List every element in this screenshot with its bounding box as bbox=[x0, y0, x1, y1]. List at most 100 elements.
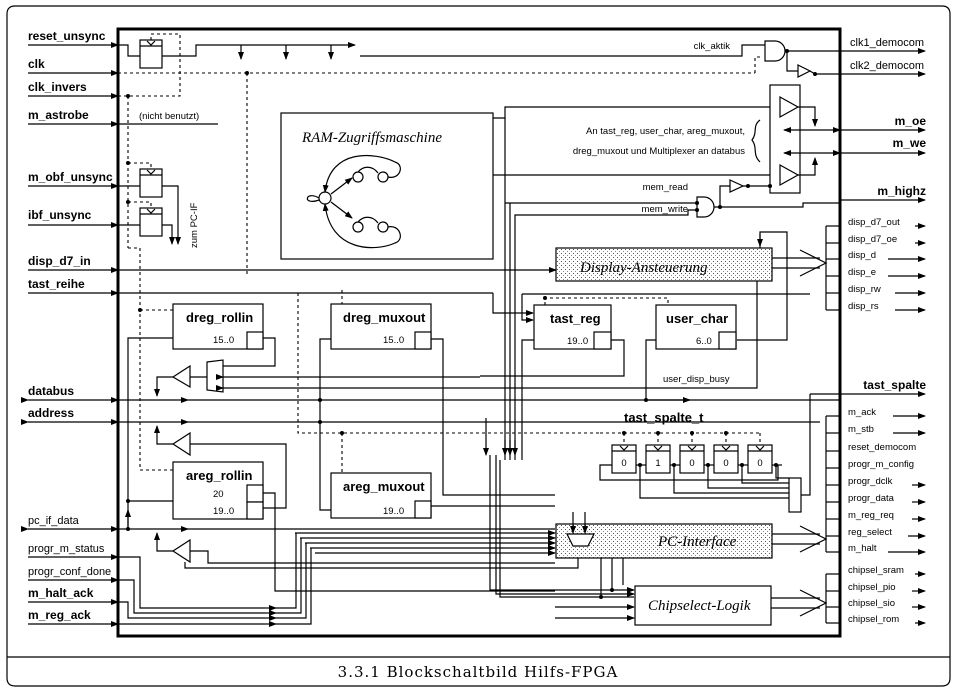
not-used-label: (nicht benutzt) bbox=[139, 111, 199, 122]
tristate-drivers: An tast_reg, user_char, areg_muxout, dre… bbox=[573, 84, 840, 194]
pc-if-bus-lines bbox=[483, 118, 518, 460]
dreg-muxout: dreg_muxout 15..0 bbox=[319, 290, 555, 511]
input-label-address: address bbox=[28, 406, 74, 420]
shift-cell-value: 0 bbox=[757, 458, 762, 469]
dreg-muxout-block bbox=[330, 303, 432, 350]
dreg-rollin-name: dreg_rollin bbox=[186, 310, 253, 325]
areg-rollin-range: 19..0 bbox=[213, 506, 234, 517]
caption-title: 3.3.1 Blockschaltbild Hilfs-FPGA bbox=[338, 663, 619, 681]
brace bbox=[751, 119, 761, 163]
shift-cell-value: 0 bbox=[621, 458, 626, 469]
register-group-keyboard: tast_reg 19..0 user_char 6..0 bbox=[118, 292, 810, 460]
input-label-m-astrobe: m_astrobe bbox=[28, 108, 89, 122]
chipselect-block bbox=[634, 585, 772, 626]
disp-outputs: disp_d7_out disp_d7_oe disp_d disp_e dis… bbox=[826, 217, 926, 313]
areg-rollin-name: areg_rollin bbox=[186, 468, 253, 483]
user-disp-busy-label: user_disp_busy bbox=[663, 374, 730, 385]
bus-lines bbox=[118, 293, 840, 435]
areg-rollin: areg_rollin 20 19..0 bbox=[126, 425, 555, 592]
output-label-m-we: m_we bbox=[893, 136, 927, 150]
output-label-progr-dclk: progr_dclk bbox=[848, 476, 893, 487]
output-label-chipsel-sio: chipsel_sio bbox=[848, 598, 895, 609]
data-mux bbox=[206, 359, 224, 393]
input-label-pc-if-data: pc_if_data bbox=[28, 515, 80, 527]
control-outputs: m_ack m_stb reset_democom progr_m_config… bbox=[826, 407, 926, 555]
dreg-rollin: dreg_rollin 15..0 bbox=[127, 303, 500, 529]
output-label-m-highz: m_highz bbox=[877, 184, 926, 198]
output-label-disp-e: disp_e bbox=[848, 267, 876, 278]
input-label-m-reg-ack: m_reg_ack bbox=[28, 608, 91, 622]
shift-cell-value: 1 bbox=[655, 458, 660, 469]
display-block-title: Display-Ansteuerung bbox=[579, 260, 708, 276]
memory-control: mem_read mem_write bbox=[505, 179, 840, 222]
pc-if-mux bbox=[566, 533, 595, 547]
output-label-clk1-democom: clk1_democom bbox=[850, 37, 924, 49]
clk-and-gate bbox=[764, 40, 786, 62]
ibf-flipflop bbox=[139, 207, 163, 237]
clock-edge-icon bbox=[653, 445, 663, 451]
output-label-reg-select: reg_select bbox=[848, 527, 892, 538]
display-block bbox=[555, 247, 773, 282]
user-char-name: user_char bbox=[666, 311, 728, 326]
clock-output-logic: clk_aktik bbox=[360, 40, 840, 78]
shift-register-label: tast_spalte_t bbox=[624, 410, 704, 425]
input-label-databus: databus bbox=[28, 384, 74, 398]
shift-cell-box bbox=[645, 444, 671, 474]
user-char-range: 6..0 bbox=[696, 336, 712, 347]
fpga-boundary bbox=[116, 27, 842, 638]
handshake-sync: zum PC-IF bbox=[118, 161, 200, 471]
shift-register: tast_spalte_t 0 1 0 0 0 bbox=[599, 394, 811, 513]
tristate-buffer-we bbox=[779, 163, 800, 187]
output-label-tast-spalte: tast_spalte bbox=[863, 378, 926, 392]
chipselect-title: Chipselect-Logik bbox=[648, 598, 751, 614]
reset-sync: (nicht benutzt) bbox=[118, 33, 760, 275]
input-label-clk: clk bbox=[28, 57, 45, 71]
shift-register-cell: 1 bbox=[645, 431, 789, 494]
input-label-reset-unsync: reset_unsync bbox=[28, 29, 106, 43]
output-label-disp-rs: disp_rs bbox=[848, 301, 879, 312]
output-label-m-oe: m_oe bbox=[895, 114, 927, 128]
areg-muxout-range: 19..0 bbox=[383, 506, 404, 517]
clock-edge-icon bbox=[721, 445, 731, 451]
ram-state-machine: RAM-Zugriffsmaschine bbox=[280, 106, 770, 260]
areg-muxout-block bbox=[330, 472, 432, 519]
databus-driver bbox=[171, 364, 191, 389]
output-label-chipsel-pio: chipsel_pio bbox=[848, 582, 896, 593]
input-label-m-halt-ack: m_halt_ack bbox=[28, 586, 94, 600]
output-label-reset-democom: reset_democom bbox=[848, 442, 916, 453]
ram-block bbox=[280, 112, 494, 260]
pc-interface-title: PC-Interface bbox=[657, 534, 737, 550]
output-label-disp-d7-out: disp_d7_out bbox=[848, 217, 900, 228]
shift-or-gate bbox=[788, 477, 802, 513]
output-label-m-halt: m_halt bbox=[848, 543, 877, 554]
areg-rollin-bit: 20 bbox=[213, 489, 224, 500]
shift-cell-value: 0 bbox=[689, 458, 694, 469]
input-label-progr-m-status: progr_m_status bbox=[28, 543, 105, 555]
right-outputs: clk1_democom clk2_democom m_oe m_we m_hi… bbox=[810, 37, 927, 626]
input-label-clk-invers: clk_invers bbox=[28, 80, 87, 94]
chipselect-logic: Chipselect-Logik bbox=[489, 455, 828, 626]
shift-register-cell: 0 bbox=[679, 431, 789, 489]
address-driver bbox=[171, 431, 191, 457]
dreg-muxout-range: 15..0 bbox=[383, 335, 404, 346]
tristate-note-line2: dreg_muxout und Multiplexer an databus bbox=[573, 146, 745, 157]
shift-register-cell: 0 bbox=[747, 433, 789, 479]
output-label-chipsel-rom: chipsel_rom bbox=[848, 614, 899, 625]
shift-cell-value: 0 bbox=[723, 458, 728, 469]
input-label-tast-reihe: tast_reihe bbox=[28, 277, 85, 291]
dreg-rollin-range: 15..0 bbox=[213, 335, 234, 346]
output-label-disp-d7-oe: disp_d7_oe bbox=[848, 234, 897, 245]
input-label-ibf-unsync: ibf_unsync bbox=[28, 208, 92, 222]
clock-edge-icon bbox=[755, 445, 765, 451]
left-inputs: reset_unsync clk clk_invers m_astrobe m_… bbox=[21, 29, 119, 627]
mem-or-gate bbox=[696, 196, 715, 218]
shift-register-cell: 0 bbox=[713, 431, 789, 484]
pc-if-data-driver bbox=[171, 538, 191, 564]
ram-block-title: RAM-Zugriffsmaschine bbox=[301, 130, 442, 146]
status-input-routing bbox=[118, 533, 312, 627]
chipsel-outputs: chipsel_sram chipsel_pio chipsel_sio chi… bbox=[826, 565, 926, 626]
mem-read-label: mem_read bbox=[643, 182, 688, 193]
display-control: Display-Ansteuerung user_disp_busy bbox=[118, 231, 828, 389]
pc-interface: PC-Interface bbox=[295, 512, 828, 559]
tast-reg-range: 19..0 bbox=[567, 336, 588, 347]
